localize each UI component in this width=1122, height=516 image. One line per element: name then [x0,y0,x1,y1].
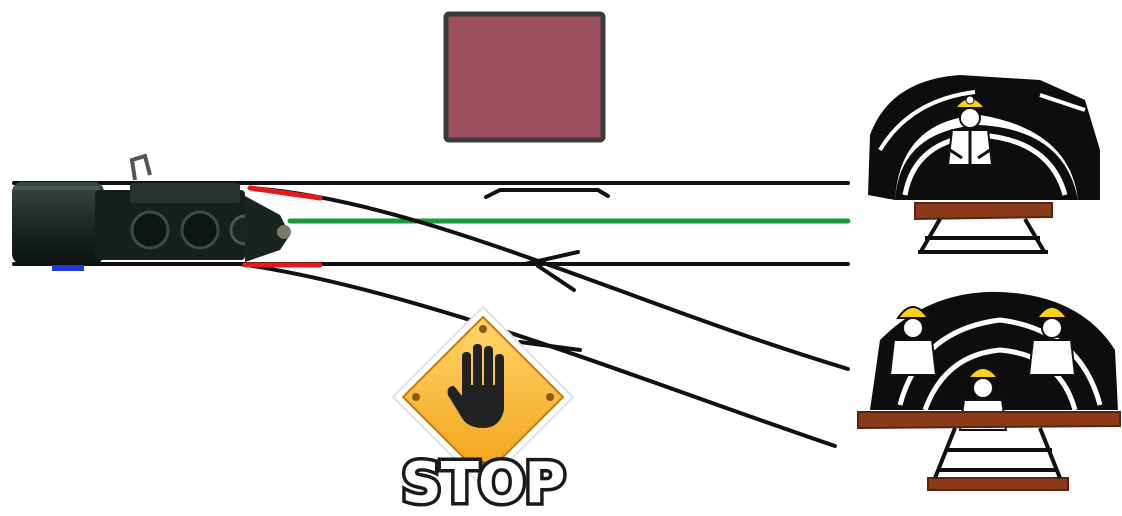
hand-stop-icon [447,344,504,428]
miner-icon [946,95,994,166]
switch-blade-middle [523,250,580,266]
dirt-bottom [857,411,1121,430]
blocked-segment-top [247,185,323,201]
rail-diverge-lower [238,262,837,448]
tunnel-top [868,75,1100,255]
miner-icon [1027,306,1077,376]
rail-diverge-upper [248,186,850,371]
stop-sign: STOP [391,305,575,516]
track-ties-bottom [933,427,1062,479]
signal-square [443,11,606,143]
track-group [12,181,851,448]
dirt-top [914,202,1053,221]
switch-blade-bottom [518,340,582,352]
stop-label: STOP [401,451,564,516]
locomotive-marker [52,265,84,271]
switch-blade-top [484,188,610,199]
switch-blade-middle2 [536,264,576,292]
track-ties-top [918,217,1048,255]
miner-icon [888,306,938,376]
steam-locomotive-icon [12,153,291,271]
tunnel-bottom [857,291,1121,491]
